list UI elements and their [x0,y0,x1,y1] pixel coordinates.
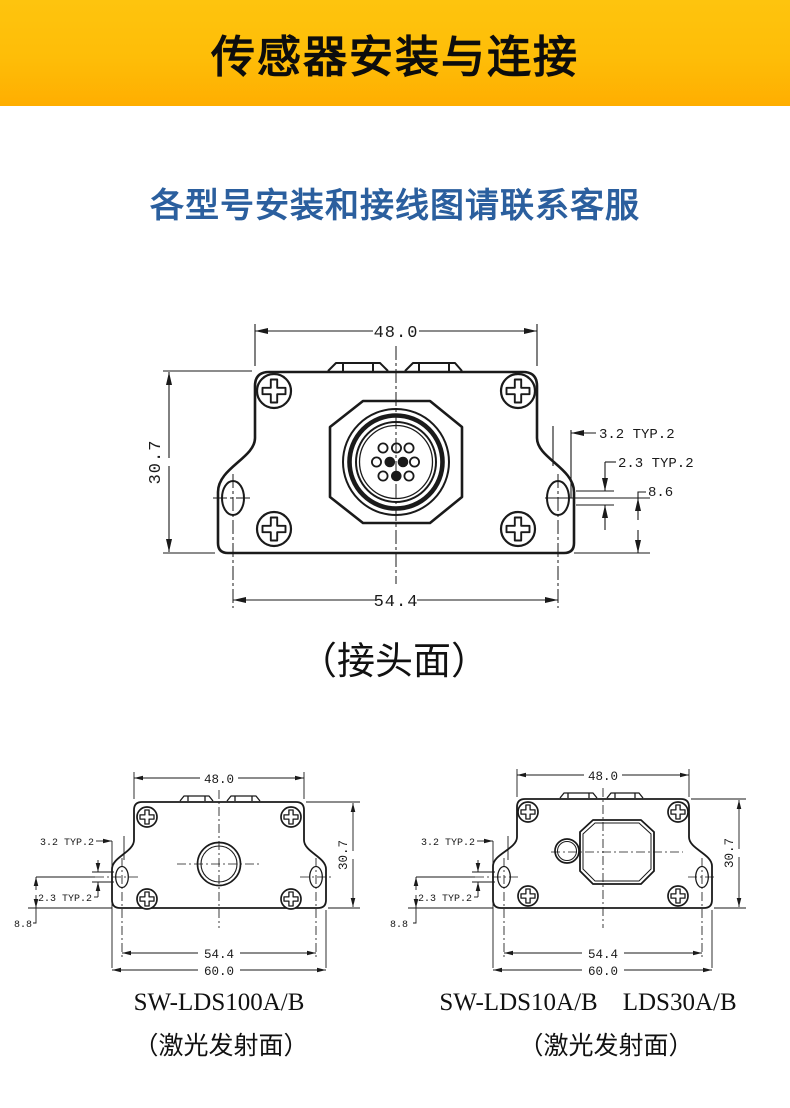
contact-notice-text: 各型号安装和接线图请联系客服 [150,187,640,225]
dim-label: 30.7 [337,840,351,870]
header-banner: 传感器安装与连接 [0,0,790,106]
callout-label: 8.8 [14,920,32,931]
dim-label: 54.4 [204,948,234,962]
dimension-height: 30.7 [306,801,360,909]
dimension-hole-span: 54.4 [504,948,702,962]
slot-centerline [232,474,559,608]
callout-label: 3.2 TYP.2 [421,838,475,849]
screw-icon [517,885,539,907]
screw-icon [517,801,539,823]
screw-icon [667,801,689,823]
dim-label: 54.4 [588,948,618,962]
callout-slot-to-base: 8.6 [574,485,673,554]
dim-label: 48.0 [204,773,234,787]
dim-label-54-4: 54.4 [374,593,419,612]
callout-label-3-2: 3.2 TYP.2 [599,427,675,443]
dimension-top-width: 48.0 [133,772,305,799]
callout-slot-width: 2.3 TYP.2 [576,456,694,530]
top-tab [327,362,389,372]
dimension-top-width: 48.0 [254,324,538,366]
callout-ear-offset: 3.2 TYP.2 [552,426,675,498]
callout-label: 2.3 TYP.2 [418,894,472,905]
callout-label: 2.3 TYP.2 [38,894,92,905]
screw-icon [280,806,302,828]
top-tab [559,792,598,799]
dimension-hole-span: 54.4 [122,948,316,962]
model-label-lds10-30: SW-LDS10A/B LDS30A/B [439,989,736,1016]
dimension-hole-span: 54.4 [233,593,558,612]
screw-icon [255,372,293,410]
dimension-base-width: 60.0 [492,841,713,979]
dimension-height: 30.7 [691,798,746,909]
screw-icon [136,806,158,828]
callout-slot-width: 2.3 TYP.2 [38,860,114,905]
screw-icon [136,888,158,910]
callout-label: 3.2 TYP.2 [40,838,94,849]
top-tab [179,795,214,802]
dim-label: 30.7 [723,838,737,868]
dim-label-30-7: 30.7 [147,440,166,485]
dim-label: 60.0 [204,965,234,979]
dimension-height: 30.7 [147,370,252,554]
connector-face-caption: （接头面） [299,641,489,683]
dim-label-48: 48.0 [374,324,419,343]
emitter-face-caption: （激光发射面） [518,1032,693,1060]
screw-icon [667,885,689,907]
top-tab [404,362,463,372]
emitter-face-caption: （激光发射面） [133,1032,308,1060]
top-tab [606,792,644,799]
callout-ear-offset: 3.2 TYP.2 [421,836,509,860]
dim-label: 60.0 [588,965,618,979]
callout-label-2-3: 2.3 TYP.2 [618,456,694,472]
callout-label: 8.8 [390,920,408,931]
dimension-top-width: 48.0 [516,769,690,797]
connector-face-drawing: 48.0 30.7 54.4 3.2 TYP.2 [147,324,694,683]
screw-icon [499,510,537,548]
emitter-face-drawing-lds10-30: 48.0 30.7 54.4 60.0 [390,769,746,1060]
model-label-lds100: SW-LDS100A/B [134,989,305,1016]
receiver-lens [554,838,580,864]
callout-label-8-6: 8.6 [648,485,673,501]
top-tab [226,795,261,802]
callout-slot-width: 2.3 TYP.2 [418,860,495,905]
emitter-face-drawing-lds100: 48.0 30.7 54.4 60.0 [14,772,360,1060]
laser-window [579,819,655,885]
dimension-base-width: 60.0 [111,841,327,979]
screw-icon [255,510,293,548]
callout-slot-to-base: 8.8 [14,876,112,931]
page-title: 传感器安装与连接 [211,33,579,82]
callout-ear-offset: 3.2 TYP.2 [40,836,125,860]
centerline [551,788,683,928]
connector-pins [370,442,420,482]
centerline [177,790,261,928]
screw-icon [280,888,302,910]
dim-label: 48.0 [588,770,618,784]
screw-icon [499,372,537,410]
callout-slot-to-base: 8.8 [390,876,493,931]
sensor-body-outline [216,370,576,555]
